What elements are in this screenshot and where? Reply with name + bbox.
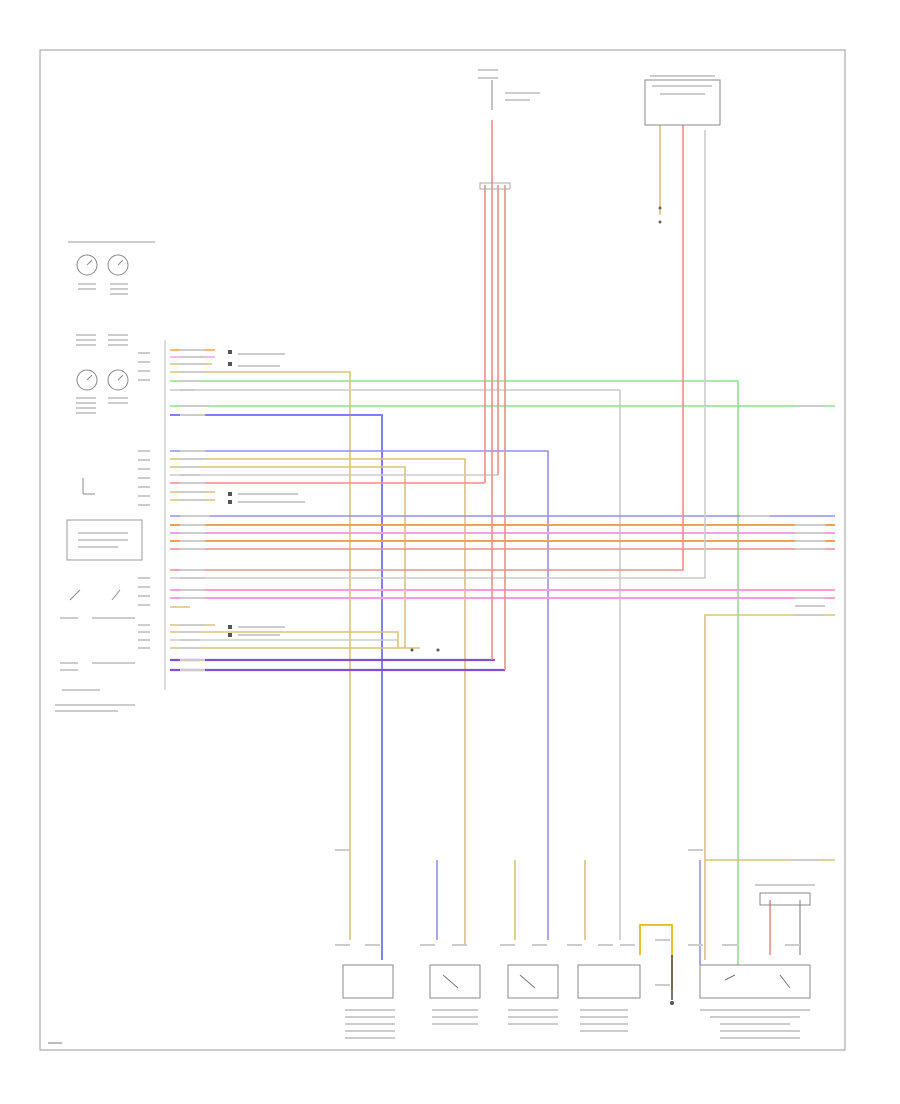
- wire-tan-mid: [170, 458, 466, 945]
- connector-icon: [479, 182, 511, 190]
- switch-box-2: [429, 964, 481, 999]
- cluster-labels: [76, 283, 128, 414]
- sensor-box-1: [342, 964, 394, 999]
- wire-blue-mid: [170, 450, 549, 940]
- sensor-box: [66, 519, 143, 561]
- fuse-top: [478, 69, 540, 190]
- wire-red-lower: [170, 125, 684, 571]
- switch-icon: [442, 974, 791, 989]
- bottom-components: [342, 892, 811, 999]
- diagram-frame: [39, 49, 846, 1051]
- ground-icon: [670, 1001, 674, 1005]
- bottom-labels: [335, 849, 815, 1039]
- wire-green-top: [170, 380, 739, 965]
- ground-icon: [658, 206, 662, 224]
- wire-group: [170, 120, 835, 1000]
- cluster-pin-labels: [138, 352, 150, 649]
- wire-violet-main: [170, 414, 383, 960]
- gauge-icon: [76, 254, 129, 391]
- connector-markers: [228, 350, 440, 652]
- sensor-box-5: [699, 964, 811, 999]
- sensor-box-4: [577, 964, 641, 999]
- module-box: [644, 79, 721, 126]
- switch-icon: [82, 478, 95, 495]
- switch-icon: [69, 589, 121, 601]
- wire-tan-main: [170, 371, 351, 940]
- wire-labels: [180, 349, 825, 861]
- wire-tan-lower3: [170, 631, 399, 648]
- wire-tan-right: [704, 614, 835, 960]
- control-module-top: [644, 75, 721, 224]
- switch-box-3: [507, 964, 559, 999]
- wire-orange-ground: [639, 924, 673, 990]
- cluster-bottom-labels: [55, 617, 135, 712]
- wire-tan-mid2: [170, 466, 406, 648]
- cluster-sensor-label: [78, 532, 128, 548]
- wire-gray-lower: [170, 130, 706, 579]
- module-box-small: [759, 892, 811, 906]
- instrument-cluster: [55, 241, 155, 712]
